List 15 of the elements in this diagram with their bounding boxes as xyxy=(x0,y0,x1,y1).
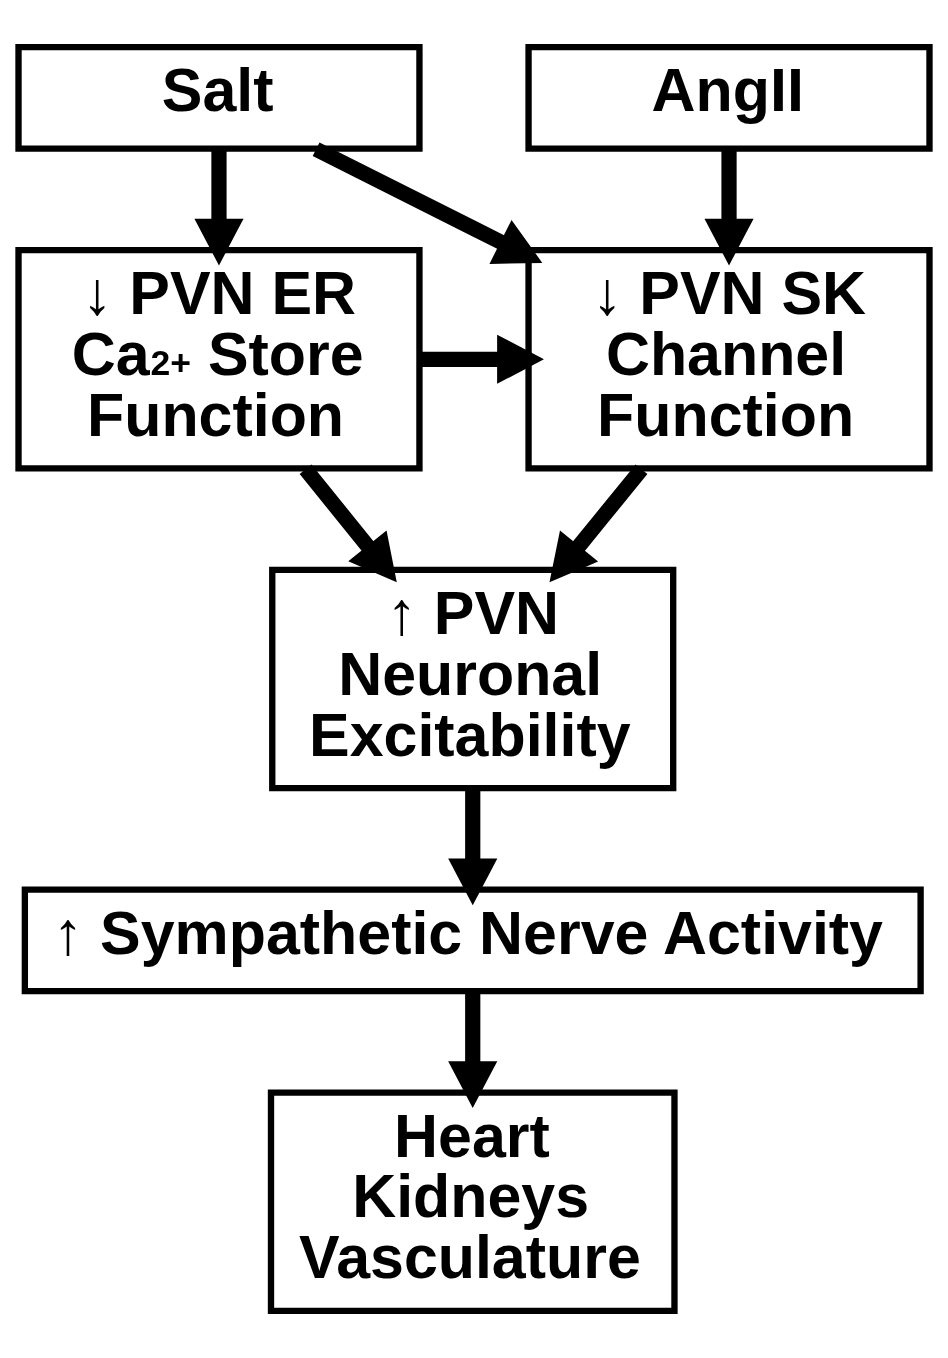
arrow xyxy=(448,788,498,906)
node-box: ↓ PVN ER Ca2+ Store Function xyxy=(15,247,423,472)
node-box: ↑ PVN Neuronal Excitability xyxy=(269,566,677,792)
arrow xyxy=(448,992,498,1108)
node-box: Salt xyxy=(15,44,423,152)
node-box: Heart Kidneys Vasculature xyxy=(267,1089,678,1314)
arrow xyxy=(549,464,648,583)
arrow xyxy=(312,142,543,264)
arrow xyxy=(704,149,754,266)
node-box: ↑ Sympathetic Nerve Activity xyxy=(21,886,924,995)
arrow xyxy=(194,149,244,266)
node-box: AngII xyxy=(525,44,933,152)
node-box: ↓ PVN SK Channel Function xyxy=(525,247,933,472)
arrow xyxy=(299,464,397,583)
arrow xyxy=(420,334,544,384)
